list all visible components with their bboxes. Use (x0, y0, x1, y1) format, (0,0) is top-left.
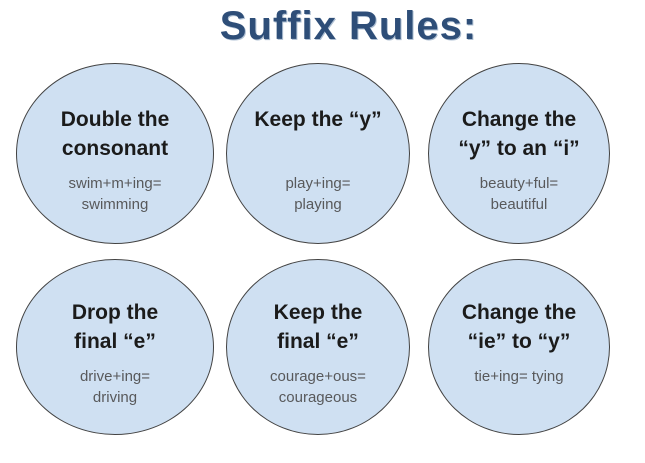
rule-heading: Keep the “y” (254, 107, 382, 131)
rule-circle-keep-final-e: Keep the final “e” courage+ous= courageo… (226, 259, 410, 435)
rule-circle-change-y-to-i: Change the “y” to an “i” beauty+ful= bea… (428, 63, 610, 244)
rule-circle-change-ie-to-y: Change the “ie” to “y” tie+ing= tying (428, 259, 610, 435)
rule-example: swim+m+ing= swimming (68, 174, 162, 213)
rule-example: play+ing= playing (285, 174, 351, 213)
rule-example: tie+ing= tying (474, 368, 564, 385)
rule-example: beauty+ful= beautiful (479, 174, 559, 213)
rule-example: drive+ing= driving (79, 368, 151, 406)
rule-heading: Change the “ie” to “y” (461, 301, 577, 353)
rule-heading: Drop the final “e” (71, 301, 159, 353)
rule-heading: Double the consonant (60, 107, 170, 160)
rule-circle-keep-y: Keep the “y” play+ing= playing (226, 63, 410, 244)
rule-heading: Keep the final “e” (273, 301, 363, 353)
rule-circle-double-consonant: Double the consonant swim+m+ing= swimmin… (16, 63, 214, 244)
rule-circle-drop-final-e: Drop the final “e” drive+ing= driving (16, 259, 214, 435)
page-title: Suffix Rules: (219, 4, 478, 48)
rule-heading: Change the “y” to an “i” (458, 107, 580, 160)
rule-example: courage+ous= courageous (270, 368, 366, 406)
